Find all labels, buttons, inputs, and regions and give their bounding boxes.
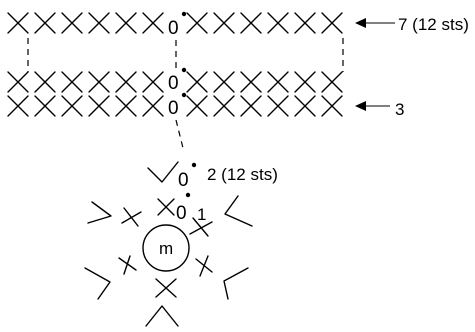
single-crochet-symbol <box>213 12 235 34</box>
single-crochet-row1-lower-right <box>195 255 213 277</box>
increase-symbol-bottom <box>145 305 179 327</box>
single-crochet-symbol <box>88 12 110 34</box>
single-crochet-symbol <box>7 95 29 117</box>
turn-dot-row3 <box>181 92 187 98</box>
single-crochet-symbol <box>142 12 164 34</box>
single-crochet-symbol <box>267 71 289 93</box>
single-crochet-symbol <box>61 95 83 117</box>
single-crochet-row1-bottom <box>155 278 177 298</box>
single-crochet-symbol <box>240 12 262 34</box>
row7-arrow-head <box>355 18 366 28</box>
single-crochet-symbol <box>294 12 316 34</box>
single-crochet-symbol <box>240 71 262 93</box>
turn-dot-row7 <box>181 11 187 17</box>
row3-to-row2-connector <box>175 119 185 153</box>
single-crochet-symbol <box>34 95 56 117</box>
single-crochet-symbol <box>7 71 29 93</box>
row7-label: 7 (12 sts) <box>398 15 469 34</box>
magic-ring <box>142 224 190 272</box>
row1-label: 1 <box>197 205 206 224</box>
increase-symbol-row2 <box>147 161 179 183</box>
single-crochet-symbol <box>267 95 289 117</box>
single-crochet-symbol <box>321 71 343 93</box>
single-crochet-symbol <box>61 12 83 34</box>
single-crochet-row1-top <box>157 198 175 216</box>
row-3-stitches <box>7 95 343 117</box>
single-crochet-symbol <box>34 71 56 93</box>
single-crochet-symbol <box>186 71 208 93</box>
single-crochet-symbol <box>321 12 343 34</box>
increase-symbol-lower-left <box>84 267 111 300</box>
turn-dot-row1 <box>185 192 191 198</box>
row-4-stitches <box>7 71 343 93</box>
single-crochet-symbol <box>294 71 316 93</box>
single-crochet-symbol <box>213 71 235 93</box>
single-crochet-symbol <box>267 12 289 34</box>
row2-label: 2 (12 sts) <box>207 165 278 184</box>
magic-ring-label: m <box>159 239 173 258</box>
row3-label: 3 <box>395 100 404 119</box>
single-crochet-symbol <box>321 95 343 117</box>
chain-symbol-row1: 0 <box>176 203 187 224</box>
single-crochet-row1-lower-left <box>118 255 137 275</box>
single-crochet-symbol <box>186 12 208 34</box>
turn-dot-row4 <box>181 67 187 73</box>
single-crochet-symbol <box>240 95 262 117</box>
chain-symbol-row7: 0 <box>168 18 179 39</box>
single-crochet-symbol <box>115 71 137 93</box>
single-crochet-symbol <box>88 71 110 93</box>
increase-symbol-upper-left <box>87 201 112 224</box>
single-crochet-symbol <box>294 95 316 117</box>
single-crochet-symbol <box>88 95 110 117</box>
chain-symbol-row4: 0 <box>168 73 179 94</box>
single-crochet-row1-upper-right <box>189 217 213 237</box>
chain-symbol-row3: 0 <box>168 98 179 119</box>
single-crochet-symbol <box>142 95 164 117</box>
increase-symbol-lower-right <box>223 267 249 300</box>
increase-symbol-upper-right <box>224 195 253 227</box>
single-crochet-symbol <box>115 95 137 117</box>
single-crochet-symbol <box>115 12 137 34</box>
single-crochet-row1-upper-left <box>121 207 142 227</box>
row3-arrow-head <box>355 101 366 111</box>
single-crochet-symbol <box>213 95 235 117</box>
single-crochet-symbol <box>186 95 208 117</box>
single-crochet-symbol <box>34 12 56 34</box>
turn-dot-row2 <box>191 162 197 168</box>
single-crochet-symbol <box>7 12 29 34</box>
row-7-stitches <box>7 12 343 34</box>
chain-symbol-row2: 0 <box>178 170 189 191</box>
single-crochet-symbol <box>142 71 164 93</box>
single-crochet-symbol <box>61 71 83 93</box>
